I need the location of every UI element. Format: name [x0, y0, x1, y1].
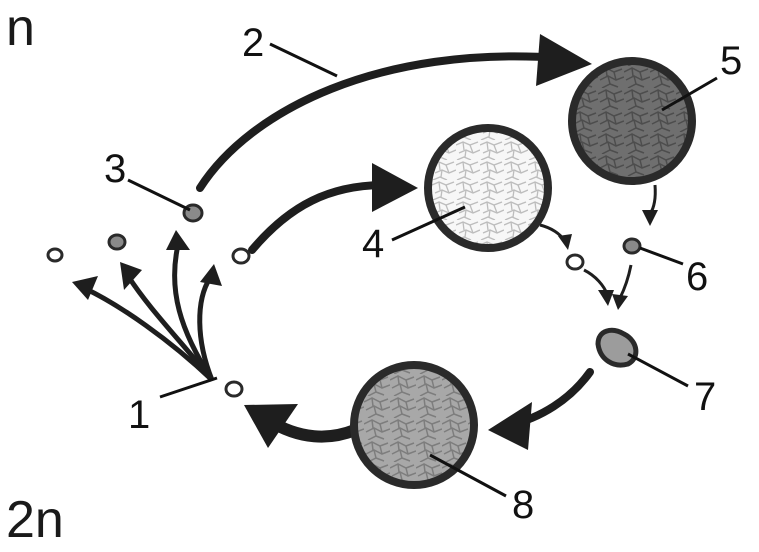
zygote-1 [224, 380, 244, 398]
arrow-4-to-spore [539, 223, 572, 250]
meiosis-arrow-fan [72, 230, 222, 382]
label-8: 8 [512, 483, 534, 527]
spore-light-right [565, 253, 585, 271]
arrow-spore-to-7 [583, 268, 614, 306]
cell-4 [424, 124, 552, 252]
spore-far-left [46, 247, 64, 263]
cell-5 [568, 57, 696, 185]
cell-7 [595, 327, 639, 368]
haploid-label: n [6, 0, 35, 57]
label-6: 6 [686, 255, 708, 299]
arrow-to-cell-8 [488, 368, 594, 450]
label-1: 1 [128, 393, 150, 437]
arrow-to-cell-4 [248, 163, 418, 254]
leader-lines [127, 42, 718, 498]
label-4: 4 [362, 222, 384, 266]
spore-light-upper [231, 247, 251, 265]
cell-8 [350, 361, 478, 489]
arrow-to-zygote [244, 404, 361, 448]
spore-left-dark [107, 233, 127, 251]
label-2: 2 [242, 21, 264, 65]
diploid-label: 2n [6, 491, 64, 549]
label-7: 7 [694, 375, 716, 419]
spore-6 [622, 237, 642, 255]
arrow-2 [196, 34, 592, 192]
arrow-6-to-7 [612, 264, 633, 310]
label-5: 5 [720, 39, 742, 83]
arrow-5-to-6 [642, 184, 658, 226]
label-3: 3 [104, 147, 126, 191]
